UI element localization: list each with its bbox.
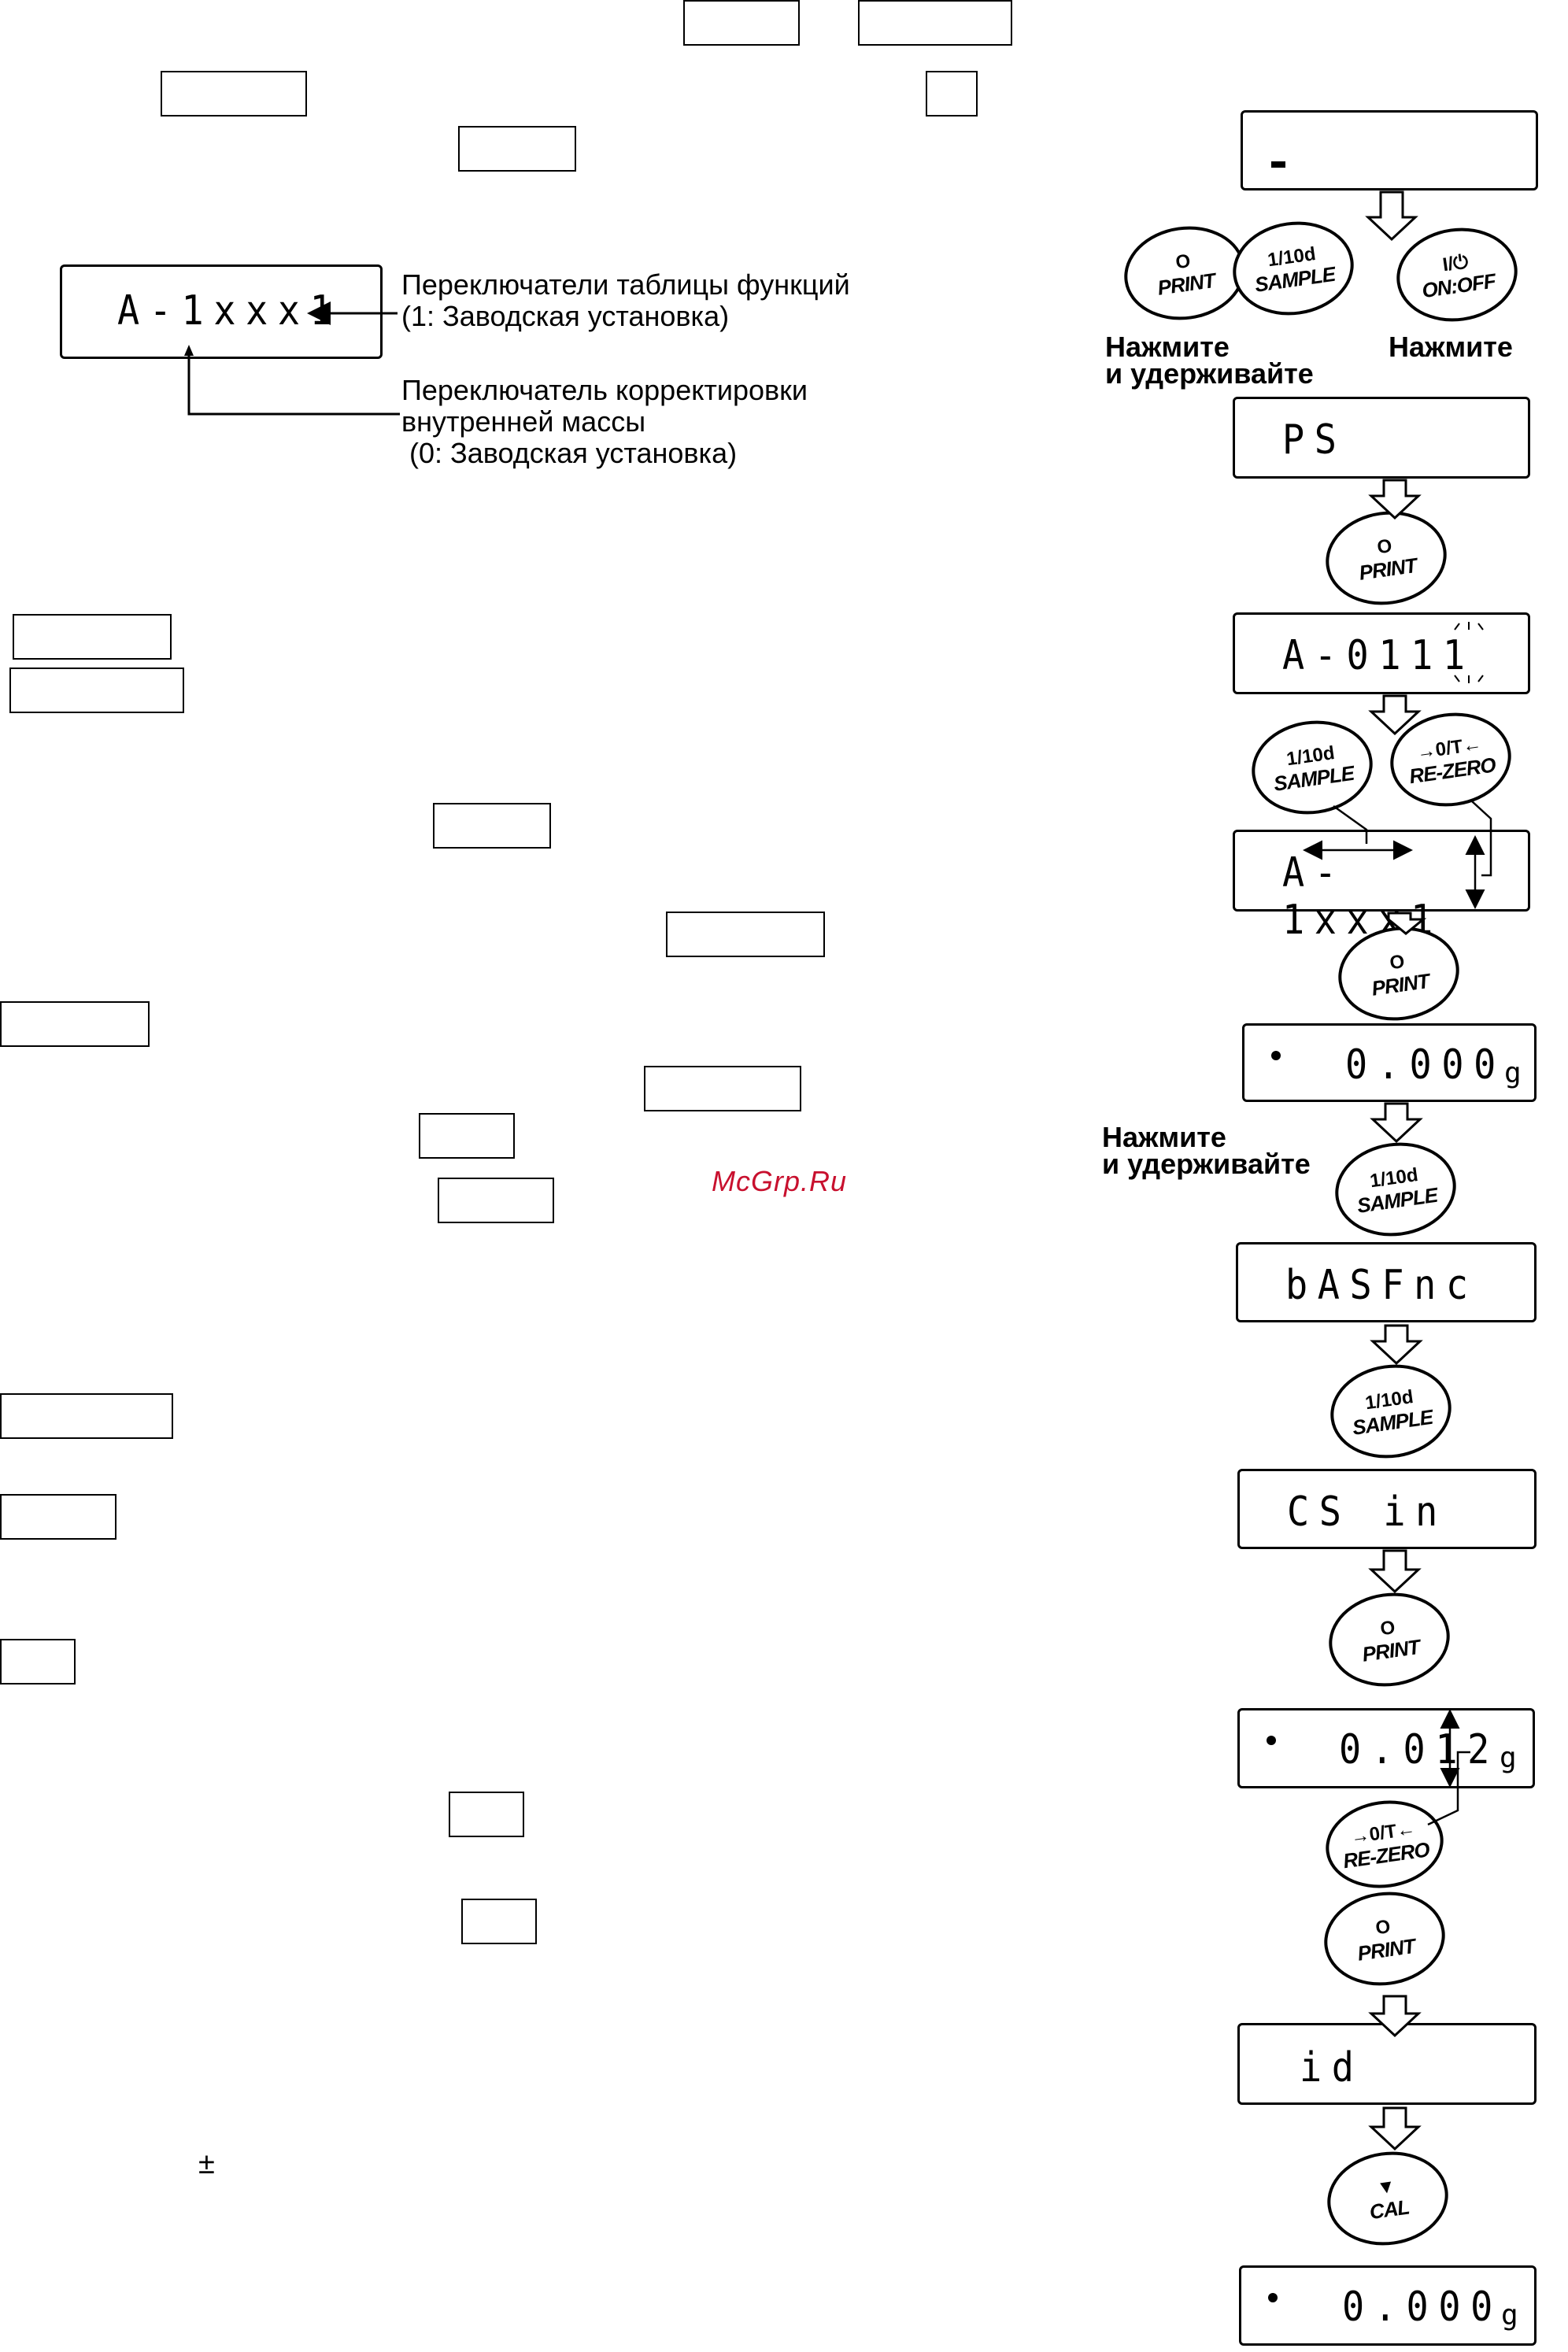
unit-grams: g: [1501, 2299, 1518, 2332]
display-id: id: [1237, 2023, 1537, 2105]
sample-button-label: SAMPLE: [1355, 1182, 1439, 1218]
display-initial: [1241, 110, 1538, 190]
print-button[interactable]: O PRINT: [1319, 503, 1453, 613]
display-0012: 0.012 g: [1237, 1708, 1535, 1788]
internal-mass-switch-line1: Переключатель корректировки: [401, 374, 808, 406]
blank-key-box: [0, 1494, 116, 1540]
display-ps: PS: [1233, 397, 1530, 479]
blank-key-box: [0, 1639, 76, 1684]
function-table-switches-line1: Переключатели таблицы функций: [401, 268, 850, 301]
sample-button[interactable]: 1/10d SAMPLE: [1226, 213, 1360, 324]
instruction-press-hold-1-line2: и удерживайте: [1105, 357, 1314, 390]
instruction-press-hold-1: Нажмите и удерживайте: [1105, 331, 1314, 390]
display-ps-text: PS: [1282, 416, 1347, 464]
display-basfnc-text: bASFnc: [1285, 1262, 1478, 1309]
blank-key-box: [438, 1178, 554, 1223]
cal-button-label: CAL: [1367, 2195, 1411, 2224]
blank-key-box: [683, 0, 800, 46]
print-button-label: PRINT: [1156, 268, 1217, 300]
display-zero-2: 0.000 g: [1239, 2265, 1537, 2346]
instruction-press-hold-2: Нажмите и удерживайте: [1102, 1121, 1311, 1180]
plus-minus-symbol: ±: [198, 2147, 215, 2180]
blank-key-box: [458, 126, 576, 172]
blank-key-box: [461, 1899, 537, 1944]
sample-button-label: SAMPLE: [1272, 760, 1355, 796]
blank-key-box: [644, 1066, 801, 1111]
unit-grams: g: [1504, 1057, 1522, 1089]
blank-key-box: [13, 614, 172, 660]
print-icon: O: [1374, 1915, 1392, 1940]
display-a0111: A-0111: [1233, 612, 1530, 694]
stable-indicator: [1271, 1051, 1281, 1060]
left-figure-display: A-1xxx1: [60, 264, 383, 359]
instruction-press-hold-2-line2: и удерживайте: [1102, 1148, 1311, 1180]
blank-key-box: [161, 71, 307, 116]
internal-mass-pointer: [187, 349, 400, 416]
blank-key-box: [926, 71, 978, 116]
print-button-label: PRINT: [1357, 553, 1418, 585]
sample-button[interactable]: 1/10d SAMPLE: [1245, 712, 1379, 823]
display-a0111-text: A-0111: [1282, 632, 1475, 679]
onoff-button[interactable]: I/⏻ ON:OFF: [1390, 220, 1524, 330]
unit-grams: g: [1500, 1742, 1517, 1774]
instruction-press: Нажмите: [1389, 331, 1513, 363]
internal-mass-switch-line3: (0: Заводская установка): [409, 437, 738, 469]
sample-button-label: SAMPLE: [1253, 261, 1337, 297]
blank-key-box: [0, 1001, 150, 1047]
print-button-label: PRINT: [1355, 1933, 1417, 1966]
display-csin-text: CS in: [1287, 1488, 1448, 1536]
blank-key-box: [9, 668, 184, 713]
print-icon: O: [1174, 250, 1193, 274]
rezero-button[interactable]: →0/T← RE-ZERO: [1384, 704, 1518, 815]
cal-button[interactable]: ▼ CAL: [1321, 2143, 1455, 2254]
print-button-label: PRINT: [1360, 1634, 1422, 1666]
rezero-button[interactable]: →0/T← RE-ZERO: [1320, 1793, 1449, 1895]
blank-key-box: [0, 1393, 173, 1439]
print-button[interactable]: O PRINT: [1318, 1884, 1452, 1994]
onoff-button-label: ON:OFF: [1420, 268, 1497, 303]
print-icon: O: [1388, 950, 1407, 974]
sample-button[interactable]: 1/10d SAMPLE: [1324, 1356, 1458, 1466]
print-icon: O: [1375, 534, 1394, 559]
display-zero-1: 0.000 g: [1242, 1023, 1537, 1102]
sample-button-label: SAMPLE: [1351, 1404, 1434, 1440]
print-button-label: PRINT: [1370, 968, 1431, 1000]
instruction-press-hold-2-line1: Нажмите: [1102, 1121, 1226, 1153]
display-0012-text: 0.012: [1339, 1726, 1500, 1773]
display-zero-2-text: 0.000: [1342, 2284, 1503, 2331]
stable-indicator: [1268, 2293, 1278, 2302]
sample-button[interactable]: 1/10d SAMPLE: [1329, 1134, 1463, 1244]
blank-key-box: [419, 1113, 515, 1159]
display-zero-1-text: 0.000: [1345, 1041, 1506, 1089]
internal-mass-switch-line2: внутренней массы: [401, 405, 646, 438]
print-button[interactable]: O PRINT: [1322, 1585, 1456, 1695]
stable-indicator: [1267, 1736, 1276, 1745]
blank-key-box: [449, 1792, 524, 1837]
display-initial-mark: [1271, 161, 1285, 168]
function-table-switches-label: Переключатели таблицы функций (1: Заводс…: [401, 269, 850, 332]
print-button[interactable]: O PRINT: [1118, 218, 1252, 328]
instruction-press-hold-1-line1: Нажмите: [1105, 331, 1230, 363]
function-table-switches-line2: (1: Заводская установка): [401, 300, 730, 332]
display-basfnc: bASFnc: [1236, 1242, 1537, 1322]
print-icon: O: [1378, 1616, 1397, 1640]
watermark: McGrp.Ru: [712, 1165, 848, 1197]
blank-key-box: [433, 803, 551, 849]
blank-key-box: [858, 0, 1012, 46]
display-id-text: id: [1300, 2044, 1364, 2091]
left-figure-display-text: A-1xxx1: [117, 287, 342, 335]
blank-key-box: [666, 912, 825, 957]
internal-mass-switch-label: Переключатель корректировки внутренней м…: [401, 375, 808, 469]
display-a1xxx1: A-1xxx1: [1233, 830, 1530, 944]
display-csin: CS in: [1237, 1469, 1537, 1549]
